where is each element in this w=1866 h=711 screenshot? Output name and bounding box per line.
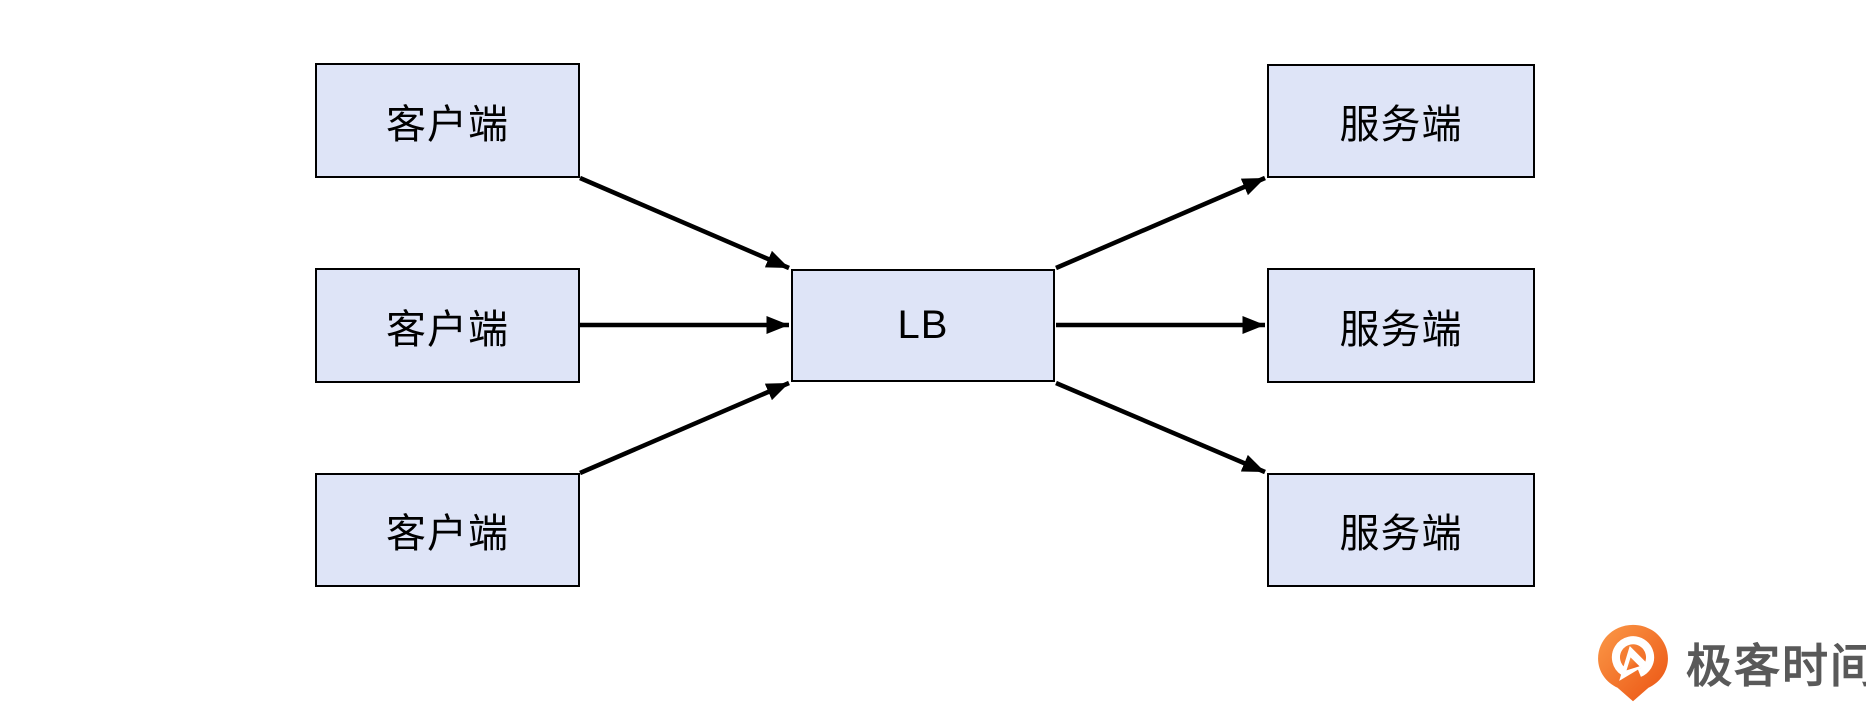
server-node-2-label: 服务端 (1339, 307, 1463, 352)
client-node-3: 客户端 (315, 473, 580, 587)
client-node-3-label: 客户端 (386, 512, 509, 556)
client-node-2-label: 客户端 (386, 307, 509, 352)
geektime-pin-icon (1598, 624, 1668, 702)
geektime-logo: 极客时间 (1592, 624, 1866, 702)
server-node-1: 服务端 (1267, 64, 1535, 178)
server-node-1-label: 服务端 (1339, 103, 1463, 147)
load-balancer-node: LB (791, 269, 1055, 382)
arrow-client1-to-lb (579, 175, 790, 271)
arrow-lb-to-server1 (1055, 175, 1266, 271)
client-node-1-label: 客户端 (386, 102, 509, 147)
arrow-client3-to-lb (579, 380, 790, 476)
client-node-1: 客户端 (315, 63, 580, 178)
server-node-2: 服务端 (1267, 268, 1535, 383)
load-balancer-label: LB (897, 303, 949, 347)
geektime-logo-text: 极客时间 (1686, 640, 1866, 692)
arrow-lb-to-server3 (1055, 380, 1266, 475)
server-node-3-label: 服务端 (1339, 512, 1463, 556)
server-node-3: 服务端 (1267, 473, 1535, 587)
client-node-2: 客户端 (315, 268, 580, 383)
